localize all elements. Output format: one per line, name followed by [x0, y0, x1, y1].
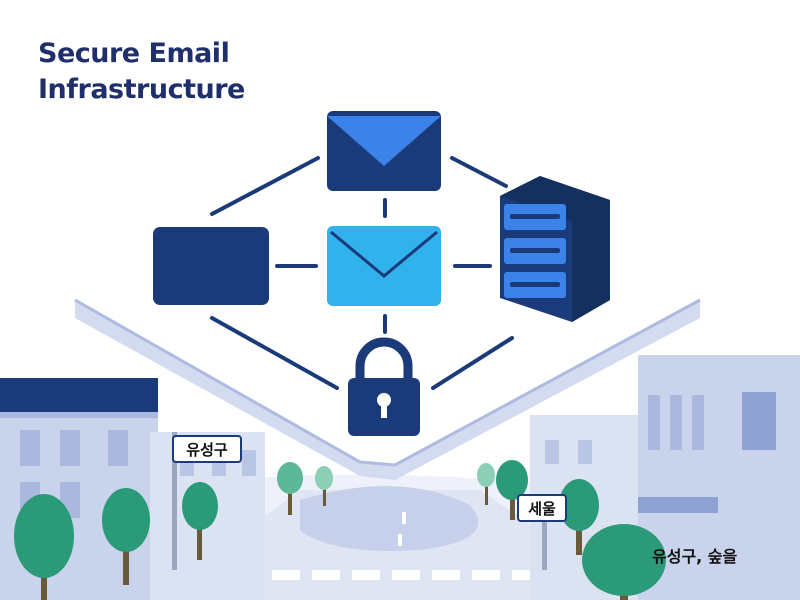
- street-sign-right-label: 세울: [528, 500, 556, 518]
- caption-text: 유성구, 숲을: [652, 547, 738, 566]
- street-sign-right: 세울: [517, 494, 567, 570]
- street-sign-left-label: 유성구: [186, 441, 228, 459]
- trees: [14, 460, 666, 600]
- tree: [315, 466, 333, 506]
- road-arms: [74, 298, 701, 480]
- tree: [582, 524, 666, 600]
- tree: [496, 460, 528, 520]
- tree: [102, 488, 150, 585]
- tree: [277, 462, 303, 515]
- tree: [477, 463, 495, 505]
- page-title: Secure Email Infrastructure: [38, 36, 245, 108]
- server-unit: [504, 238, 566, 264]
- title-line-2: Infrastructure: [38, 74, 245, 105]
- envelope-open-icon: [327, 226, 441, 306]
- server-unit: [504, 272, 566, 298]
- server-icon: [500, 176, 610, 322]
- tree: [14, 494, 74, 600]
- road-center-line: [398, 512, 406, 546]
- connector-lines: [210, 156, 514, 390]
- envelope-icon: [327, 111, 441, 191]
- padlock-icon: [348, 337, 420, 436]
- tree: [559, 479, 599, 555]
- building-left: [0, 378, 158, 600]
- card-icon: [153, 227, 269, 305]
- server-unit: [504, 204, 566, 230]
- title-line-1: Secure Email: [38, 38, 230, 69]
- tree: [182, 482, 218, 560]
- street-sign-left: 유성구: [172, 432, 242, 570]
